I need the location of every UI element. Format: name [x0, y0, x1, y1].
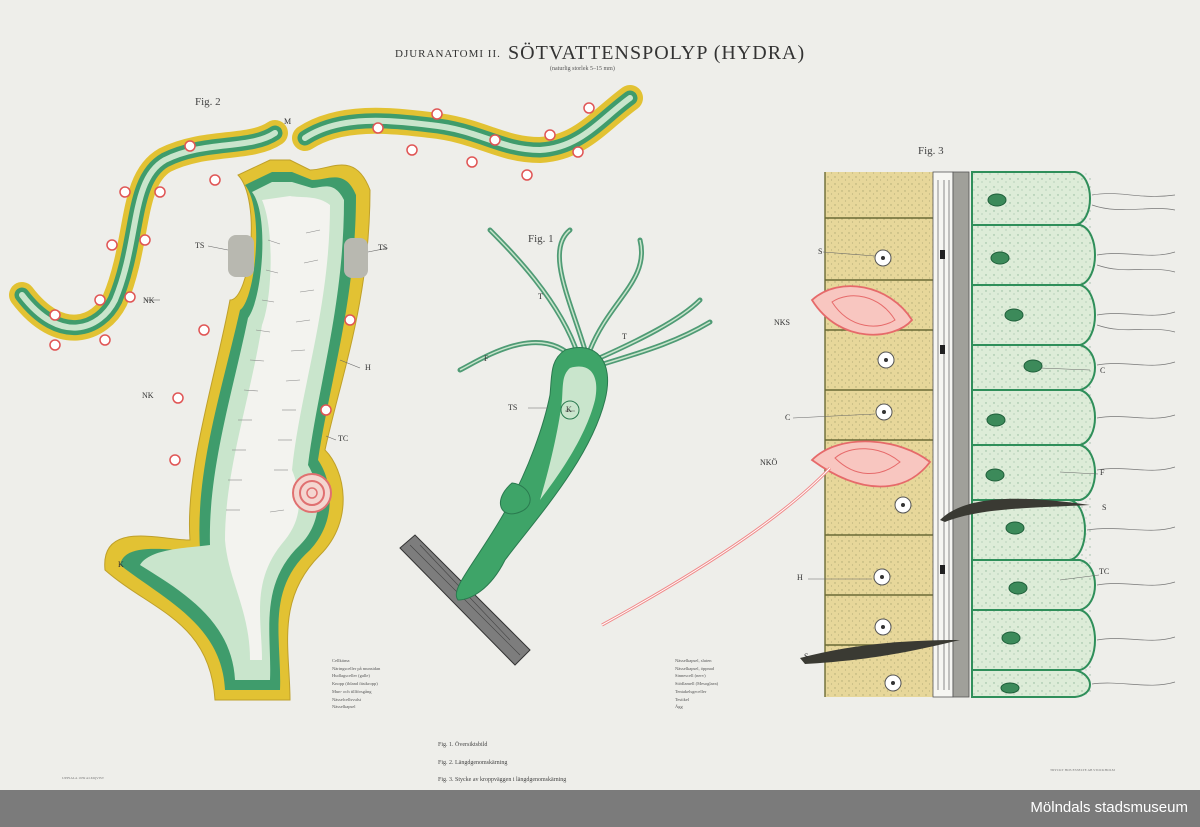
fig2-label-m: M	[284, 117, 292, 126]
legend-item: Knopp (ibland fästkropp)	[332, 681, 378, 687]
legend-item: Testikel	[675, 696, 690, 702]
legend-item: Hudlagsceller (galle)	[332, 673, 370, 679]
legend-item: Ägg	[675, 704, 683, 710]
legend-item: Mun- och tillförsgång	[332, 688, 372, 694]
fig2-longitudinal-section	[9, 85, 643, 701]
fig3-label-c-right: C	[1100, 366, 1106, 375]
fig3-label-nks: NKS	[774, 318, 791, 327]
caption-fig2: Fig. 2. Längdgenomskärning	[438, 760, 508, 766]
fig1-overview	[399, 227, 713, 666]
legend-item: Nässelkapsel, öppnad	[675, 665, 714, 671]
fig3-body-wall	[601, 171, 1176, 698]
fig2-label-nk-lower: NK	[142, 391, 154, 400]
fig3-title: Fig. 3	[918, 145, 944, 157]
fig3-label-f: F	[1100, 468, 1105, 477]
legend-item: Näringsceller på munsidan	[332, 665, 381, 671]
museum-credit-bar: Mölndals stadsmuseum	[0, 790, 1200, 827]
legend-item: Nässelkapsel	[332, 704, 356, 710]
anatomy-illustration	[9, 85, 1176, 701]
legend-right: Nässelkapsel, sluten Nässelkapsel, öppna…	[675, 657, 718, 711]
fig1-label-k: K	[566, 405, 572, 414]
header-prefix: DJURANATOMI II.	[395, 48, 501, 60]
fig2-title: Fig. 2	[195, 96, 221, 108]
fig1-label-f: F	[484, 354, 489, 363]
fig2-label-tc: TC	[338, 434, 349, 443]
poster: DJURANATOMI II. SÖTVATTENSPOLYP (HYDRA) …	[0, 0, 1200, 790]
fig2-label-h: H	[365, 363, 371, 372]
caption-fig1: Fig. 1. Översiktsbild	[438, 742, 488, 748]
legend-item: Sinnescell (nerv)	[675, 673, 706, 679]
poster-title: SÖTVATTENSPOLYP (HYDRA)	[508, 42, 806, 64]
fig1-label-t-right: T	[622, 332, 627, 341]
fig2-label-nk-upper: NK	[143, 296, 155, 305]
fig3-label-h: H	[797, 573, 803, 582]
fig3-label-s-right: S	[1102, 503, 1107, 512]
fig3-label-s-bottom: S	[804, 652, 809, 661]
fig3-label-nko: NKÖ	[760, 458, 778, 467]
fig3-label-s-top: S	[818, 247, 823, 256]
museum-credit: Mölndals stadsmuseum	[1030, 799, 1188, 816]
printer-mark-left: UPPSALA 1939 ALMQVIST	[62, 776, 105, 780]
caption-fig3: Fig. 3. Stycke av kroppväggen i längdgen…	[438, 777, 567, 783]
fig3-label-tc: TC	[1099, 567, 1110, 576]
legend-left: Cellkärna Näringsceller på munsidan Hudl…	[332, 657, 380, 711]
fig3-label-c-left: C	[785, 413, 791, 422]
fig2-label-k: K	[118, 560, 124, 569]
fig1-label-t-top: T	[538, 292, 543, 301]
legend-item: Tentakelsgeceller	[675, 688, 707, 694]
legend-item: Stödlamell (Mesoglaea)	[675, 681, 719, 687]
fig1-label-ts: TS	[508, 403, 518, 412]
printer-mark-right: TRYCKT HOS ESSELTE AB STOCKHOLM	[1050, 768, 1115, 772]
poster-subtitle: (naturlig storlek 5–15 mm)	[550, 66, 615, 72]
fig2-label-ts-right: TS	[378, 243, 388, 252]
legend-item: Nässelcellsvulst	[332, 696, 361, 702]
legend-item: Nässelkapsel, sluten	[675, 658, 712, 663]
fig2-label-ts-left: TS	[195, 241, 205, 250]
fig1-title: Fig. 1	[528, 233, 554, 245]
legend-item: Cellkärna	[332, 658, 350, 663]
